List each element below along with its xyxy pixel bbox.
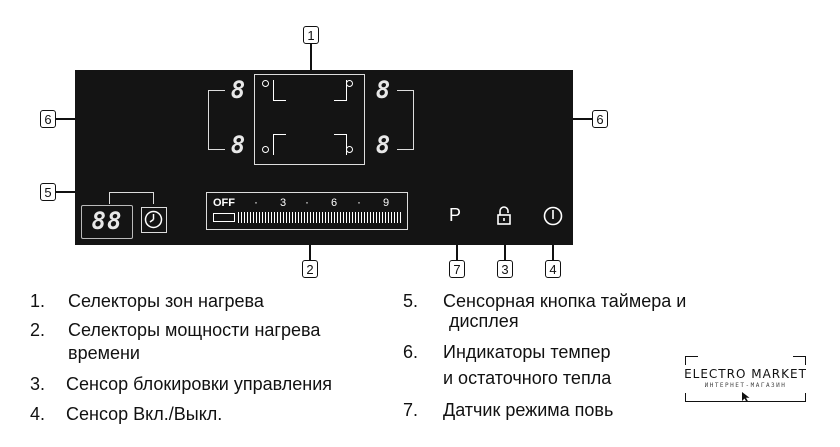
legend-4-number: 4.	[30, 404, 46, 424]
callout-2: 2	[302, 260, 318, 278]
cursor-icon	[741, 390, 751, 402]
zone-indicator-bottom-left: 8	[230, 131, 246, 159]
slider-tick-9: 9	[383, 197, 390, 209]
logo-frame-bottom-line	[697, 401, 794, 402]
logo-frame-bottom-right	[793, 393, 806, 402]
legend-3-number: 3.	[30, 374, 46, 394]
legend-4-text: Сенсор Вкл./Выкл.	[66, 404, 223, 424]
left-indicator-bracket	[208, 90, 225, 150]
callout-1: 1	[303, 26, 319, 44]
callout-3: 3	[497, 260, 513, 278]
pause-label[interactable]: P	[449, 205, 462, 225]
callout-6-left: 6	[40, 110, 56, 128]
timer-display-frame	[81, 205, 133, 239]
legend-1-text: Селекторы зон нагрева	[68, 291, 264, 311]
hob-control-panel: 8 8 8 8 88 OFF · 3 · 6 · 9 P	[75, 70, 573, 245]
legend-6-text: Индикаторы темпер	[443, 342, 611, 362]
zone-indicator-top-right: 8	[375, 76, 391, 104]
zone-rear-left-bracket	[273, 134, 286, 155]
legend-7-number: 7.	[403, 400, 419, 420]
zone-rear-right-touch[interactable]	[346, 146, 353, 153]
legend-6-text-continued: и остаточного тепла	[443, 368, 612, 388]
cooking-zone-selector-area[interactable]	[254, 74, 365, 165]
clock-icon[interactable]	[141, 207, 167, 233]
zone-indicator-bottom-right: 8	[375, 131, 391, 159]
legend-6-number: 6.	[403, 342, 419, 362]
legend-5-text: Сенсорная кнопка таймера и	[443, 291, 687, 311]
zone-front-left-bracket	[273, 80, 286, 101]
slider-scale	[238, 212, 401, 223]
power-slider[interactable]: OFF · 3 · 6 · 9	[206, 192, 408, 230]
slider-dot: ·	[305, 195, 309, 209]
logo-subtitle: ИНТЕРНЕТ-МАГАЗИН	[704, 382, 787, 389]
power-icon[interactable]	[542, 205, 564, 227]
slider-tick-6: 6	[331, 197, 338, 209]
logo-frame-bottom-left	[685, 393, 698, 402]
logo-title: ELECTRO MARKET	[684, 367, 807, 381]
callout-1-line	[310, 44, 312, 74]
legend-3-text: Сенсор блокировки управления	[66, 374, 333, 394]
electro-market-logo: ELECTRO MARKET ИНТЕРНЕТ-МАГАЗИН	[683, 352, 808, 406]
lock-icon[interactable]	[495, 205, 513, 227]
logo-frame-top-right	[793, 356, 806, 365]
zone-indicator-top-left: 8	[230, 76, 246, 104]
slider-dot: ·	[254, 195, 258, 209]
logo-frame-top-left	[685, 356, 698, 365]
callout-7: 7	[449, 260, 465, 278]
callout-5: 5	[40, 183, 56, 201]
right-indicator-bracket	[397, 90, 414, 150]
zone-rear-right-bracket	[334, 134, 347, 155]
legend-2-text-continued: времени	[68, 343, 140, 363]
callout-6-right: 6	[592, 110, 608, 128]
timer-display: 88	[91, 207, 123, 235]
slider-tick-3: 3	[280, 197, 287, 209]
zone-front-left-touch[interactable]	[262, 80, 269, 87]
slider-off-label: OFF	[213, 197, 235, 209]
legend-5-number: 5.	[403, 291, 419, 311]
legend-2-number: 2.	[30, 320, 46, 340]
legend-5-text-continued: дисплея	[449, 311, 519, 331]
timer-bracket	[109, 192, 154, 204]
callout-4: 4	[545, 260, 561, 278]
legend-7-text: Датчик режима повь	[443, 400, 614, 420]
zone-rear-left-touch[interactable]	[262, 146, 269, 153]
zone-front-right-touch[interactable]	[346, 80, 353, 87]
legend-2-text: Селекторы мощности нагрева	[68, 320, 321, 340]
slider-off-box	[213, 213, 235, 222]
legend-1-number: 1.	[30, 291, 46, 311]
zone-front-right-bracket	[334, 80, 347, 101]
slider-dot: ·	[357, 195, 361, 209]
